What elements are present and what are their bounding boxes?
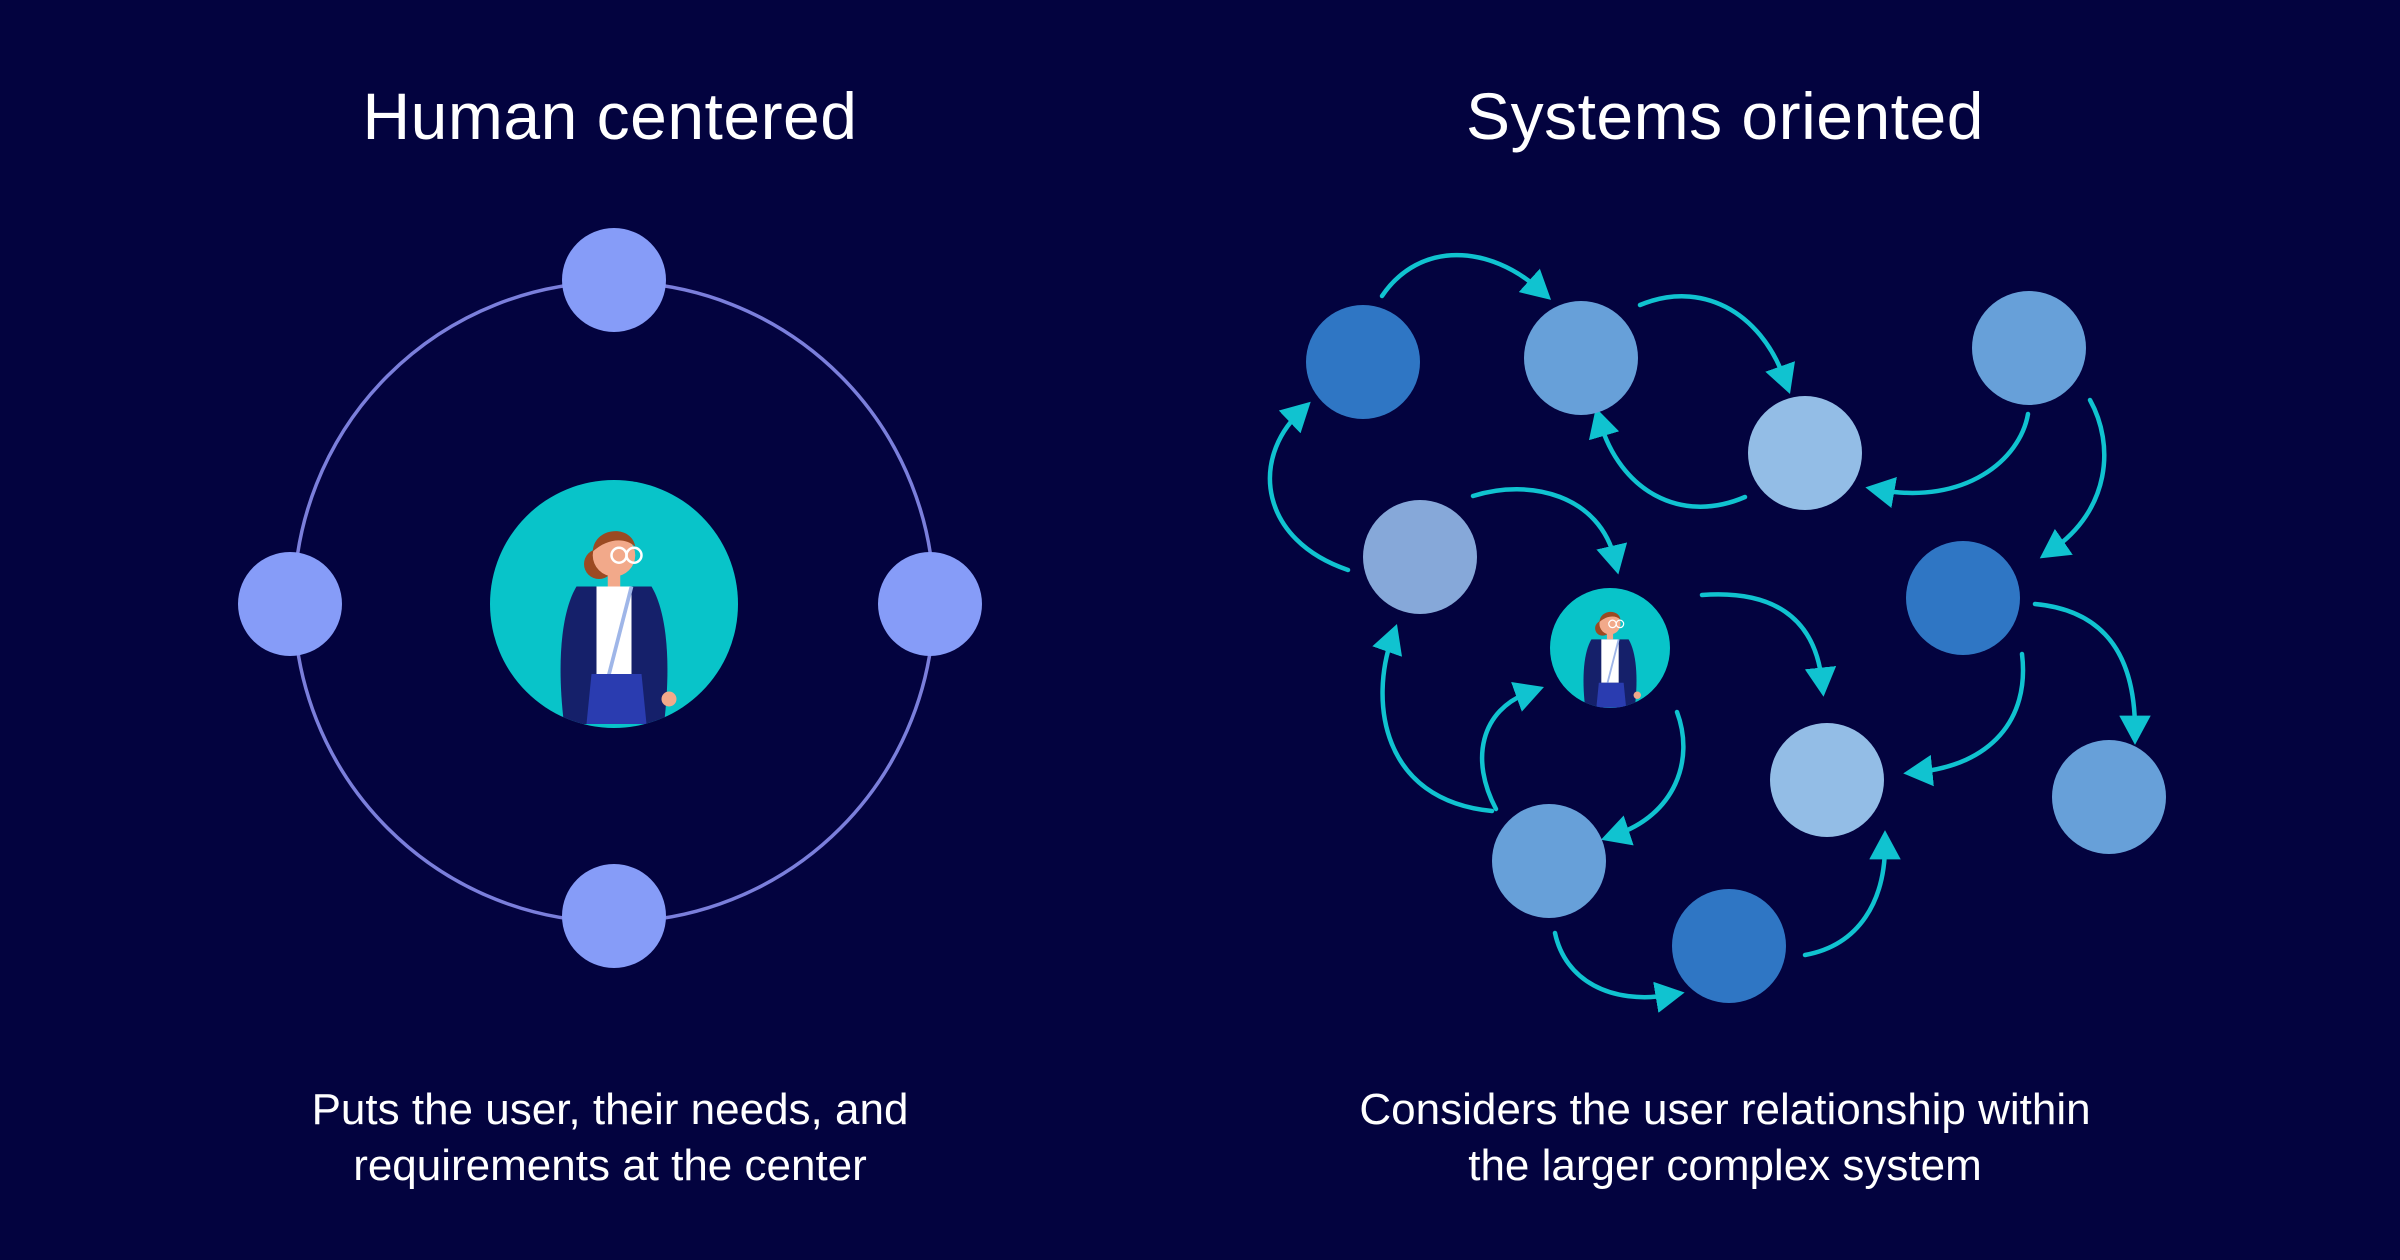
curved-arrow-icon: [2032, 601, 2151, 745]
curved-arrow-icon: [1379, 253, 1552, 300]
center-user: [490, 480, 738, 728]
curved-arrow-icon: [1699, 592, 1837, 697]
orbit-node-top: [562, 228, 666, 332]
human-centered-diagram: [238, 228, 982, 968]
system-node: [1492, 804, 1606, 918]
caption-systems-oriented: Considers the user relationship within t…: [1225, 1082, 2225, 1194]
orbit-node-left: [238, 552, 342, 656]
system-node: [1748, 396, 1862, 510]
curved-arrow-icon: [1802, 830, 1901, 958]
system-node: [1672, 889, 1786, 1003]
curved-arrow-icon: [1479, 682, 1544, 812]
system-node: [1363, 500, 1477, 614]
curved-arrow-icon: [1903, 651, 2026, 787]
arrow-group: [1267, 253, 2151, 1013]
curved-arrow-icon: [1588, 407, 1748, 509]
curved-arrow-icon: [2039, 397, 2107, 559]
curved-arrow-icon: [1552, 930, 1685, 1013]
caption-line: the larger complex system: [1468, 1141, 1982, 1190]
caption-human-centered: Puts the user, their needs, and requirem…: [110, 1082, 1110, 1194]
system-node: [2052, 740, 2166, 854]
caption-line: Puts the user, their needs, and: [311, 1085, 909, 1134]
title-human-centered: Human centered: [362, 79, 858, 153]
system-node: [1524, 301, 1638, 415]
curved-arrow-icon: [1372, 624, 1495, 814]
curved-arrow-icon: [1637, 294, 1795, 394]
orbit-node-bottom: [562, 864, 666, 968]
caption-line: requirements at the center: [353, 1141, 867, 1190]
orbit-node-right: [878, 552, 982, 656]
curved-arrow-icon: [1470, 487, 1628, 575]
system-user: [1550, 588, 1670, 708]
system-node: [1906, 541, 2020, 655]
title-systems-oriented: Systems oriented: [1466, 79, 1984, 153]
system-node: [1770, 723, 1884, 837]
system-node: [1306, 305, 1420, 419]
curved-arrow-icon: [1865, 411, 2031, 509]
system-node: [1972, 291, 2086, 405]
curved-arrow-icon: [1267, 401, 1351, 573]
curved-arrow-icon: [1600, 709, 1686, 846]
systems-oriented-diagram: [1267, 253, 2166, 1013]
caption-line: Considers the user relationship within: [1359, 1085, 2091, 1134]
